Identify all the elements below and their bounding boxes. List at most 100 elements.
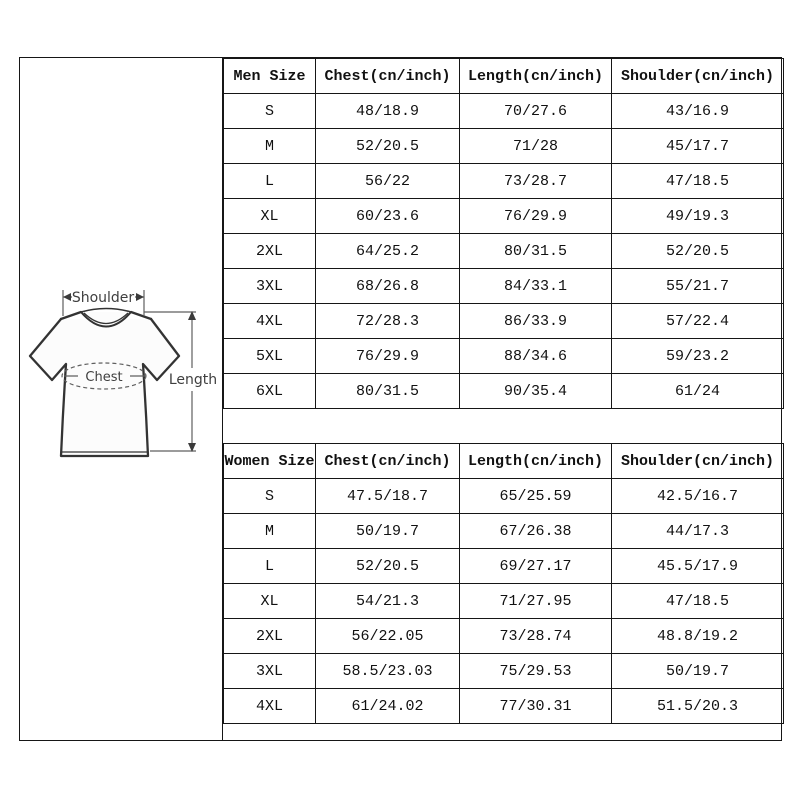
length-cell: 73/28.74 <box>459 618 612 654</box>
length-extension-lines <box>144 311 196 452</box>
chest-cell: 47.5/18.7 <box>315 478 460 514</box>
tshirt-diagram-panel: Shoulder Chest Length <box>20 58 223 740</box>
column-header: Shoulder(cn/inch) <box>611 443 784 479</box>
length-cell: 69/27.17 <box>459 548 612 584</box>
length-arrow-up <box>188 311 196 320</box>
chest-cell: 72/28.3 <box>315 303 460 339</box>
size-cell: 4XL <box>223 303 316 339</box>
length-cell: 86/33.9 <box>459 303 612 339</box>
chest-cell: 48/18.9 <box>315 93 460 129</box>
length-cell: 70/27.6 <box>459 93 612 129</box>
length-cell: 67/26.38 <box>459 513 612 549</box>
shoulder-cell: 51.5/20.3 <box>611 688 784 724</box>
size-cell: 4XL <box>223 688 316 724</box>
length-arrow-down <box>188 443 196 452</box>
shoulder-arrow-right <box>136 293 144 301</box>
shoulder-cell: 48.8/19.2 <box>611 618 784 654</box>
shoulder-cell: 61/24 <box>611 373 784 409</box>
chest-label-background <box>82 367 126 384</box>
chest-cell: 56/22 <box>315 163 460 199</box>
size-cell: 3XL <box>223 268 316 304</box>
length-cell: 76/29.9 <box>459 198 612 234</box>
column-header: Men Size <box>223 58 316 94</box>
shoulder-cell: 57/22.4 <box>611 303 784 339</box>
size-cell: L <box>223 163 316 199</box>
shoulder-cell: 43/16.9 <box>611 93 784 129</box>
tshirt-outline <box>28 317 181 458</box>
chest-cell: 80/31.5 <box>315 373 460 409</box>
shoulder-cell: 45.5/17.9 <box>611 548 784 584</box>
column-header: Chest(cn/inch) <box>315 443 460 479</box>
table-gap <box>223 409 784 443</box>
shoulder-cell: 42.5/16.7 <box>611 478 784 514</box>
chest-cell: 52/20.5 <box>315 548 460 584</box>
chest-cell: 58.5/23.03 <box>315 653 460 689</box>
shoulder-cell: 44/17.3 <box>611 513 784 549</box>
chest-cell: 56/22.05 <box>315 618 460 654</box>
size-cell: 2XL <box>223 233 316 269</box>
shoulder-arrow-left <box>63 293 71 301</box>
chest-cell: 60/23.6 <box>315 198 460 234</box>
length-cell: 90/35.4 <box>459 373 612 409</box>
tshirt-neckline-top <box>80 307 132 313</box>
size-cell: XL <box>223 198 316 234</box>
length-cell: 73/28.7 <box>459 163 612 199</box>
chest-cell: 52/20.5 <box>315 128 460 164</box>
tshirt-measurement-diagram: Shoulder Chest Length <box>28 290 217 458</box>
column-header: Shoulder(cn/inch) <box>611 58 784 94</box>
tshirt-shoulder-seams <box>59 310 153 321</box>
column-header: Length(cn/inch) <box>459 443 612 479</box>
size-cell: 6XL <box>223 373 316 409</box>
size-cell: XL <box>223 583 316 619</box>
size-cell: S <box>223 93 316 129</box>
length-cell: 75/29.53 <box>459 653 612 689</box>
column-header: Length(cn/inch) <box>459 58 612 94</box>
size-cell: L <box>223 548 316 584</box>
shoulder-cell: 59/23.2 <box>611 338 784 374</box>
shoulder-cell: 49/19.3 <box>611 198 784 234</box>
length-cell: 65/25.59 <box>459 478 612 514</box>
size-cell: M <box>223 128 316 164</box>
size-cell: 3XL <box>223 653 316 689</box>
chest-label: Chest <box>85 370 122 385</box>
shoulder-cell: 47/18.5 <box>611 163 784 199</box>
length-cell: 80/31.5 <box>459 233 612 269</box>
tshirt-collar-inner <box>83 312 129 325</box>
shoulder-cell: 45/17.7 <box>611 128 784 164</box>
shoulder-cell: 55/21.7 <box>611 268 784 304</box>
length-cell: 77/30.31 <box>459 688 612 724</box>
length-cell: 71/28 <box>459 128 612 164</box>
shoulder-cell: 52/20.5 <box>611 233 784 269</box>
length-cell: 88/34.6 <box>459 338 612 374</box>
chest-cell: 54/21.3 <box>315 583 460 619</box>
chest-cell: 76/29.9 <box>315 338 460 374</box>
tshirt-collar-outer <box>80 311 132 328</box>
length-cell: 71/27.95 <box>459 583 612 619</box>
chest-cell: 68/26.8 <box>315 268 460 304</box>
size-cell: 2XL <box>223 618 316 654</box>
size-cell: 5XL <box>223 338 316 374</box>
chest-cell: 61/24.02 <box>315 688 460 724</box>
shoulder-cell: 47/18.5 <box>611 583 784 619</box>
